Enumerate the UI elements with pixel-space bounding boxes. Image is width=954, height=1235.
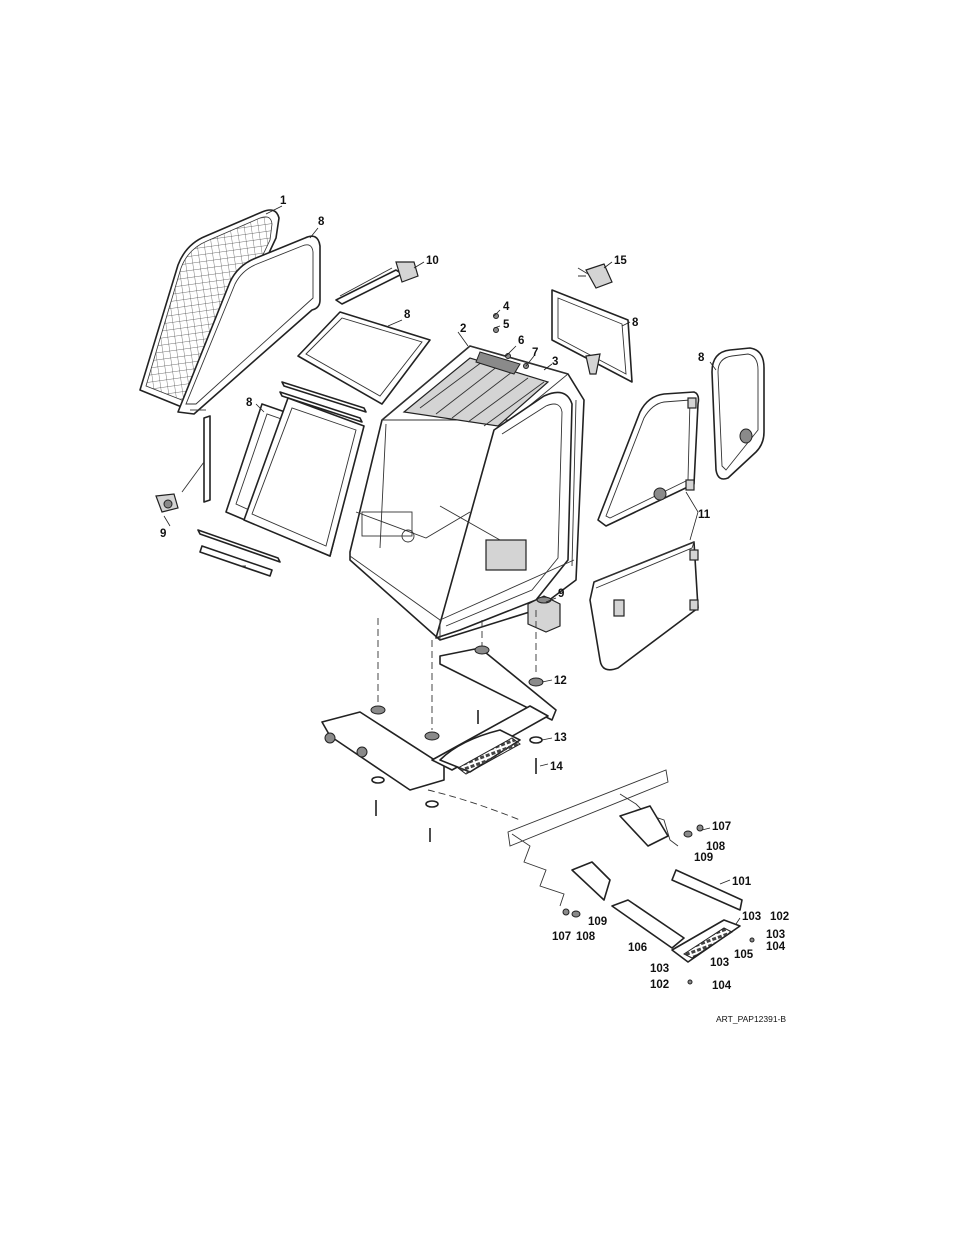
callout-8-rear-window: 8: [632, 317, 639, 329]
door-upper-part: [598, 392, 699, 526]
callout-9-wiper: 9: [160, 528, 166, 540]
callout-8-rear-glass: 8: [318, 216, 325, 228]
callout-11: 11: [698, 509, 711, 521]
door-lower-part: [590, 542, 698, 670]
callout-108-lower: 108: [576, 931, 596, 943]
callout-6: 6: [518, 335, 524, 347]
callout-3: 3: [552, 356, 558, 368]
callout-106: 106: [628, 942, 647, 954]
callout-7: 7: [532, 347, 538, 359]
callout-101: 101: [732, 876, 752, 888]
callout-103-right: 103: [766, 929, 785, 941]
callout-8-roof-glass: 8: [404, 309, 411, 321]
callout-4: 4: [503, 301, 510, 313]
callout-12: 12: [554, 675, 567, 687]
callout-15: 15: [614, 255, 627, 267]
callout-9-bottle: 9: [558, 588, 564, 600]
washer-bottle-part: [528, 596, 560, 632]
wiper-assembly-part: [336, 262, 418, 304]
callout-109-upper: 109: [694, 852, 713, 864]
callout-107-upper: 107: [712, 821, 731, 833]
callout-102-upper: 102: [770, 911, 789, 923]
wiper-blade-part: [156, 416, 210, 512]
callout-10: 10: [426, 255, 439, 267]
rear-window-part: [552, 290, 632, 382]
callout-104-upper: 104: [766, 941, 786, 953]
windshield-part: [198, 398, 364, 576]
callout-103-upper: 103: [742, 911, 761, 923]
callout-105: 105: [734, 949, 754, 961]
callout-8-windshield: 8: [246, 397, 253, 409]
callout-2: 2: [460, 323, 466, 335]
callout-109-lower: 109: [588, 916, 607, 928]
callout-13: 13: [554, 732, 567, 744]
callout-103-lower: 103: [650, 963, 669, 975]
cab-base-frame-part: [322, 646, 556, 842]
callout-107-lower: 107: [552, 931, 571, 943]
callout-5: 5: [503, 319, 510, 331]
callout-104-lower: 104: [712, 980, 732, 992]
callout-1: 1: [280, 195, 287, 207]
callout-103-mid: 103: [710, 957, 729, 969]
callout-8-side-glass: 8: [698, 352, 705, 364]
callout-14: 14: [550, 761, 563, 773]
callout-102-lower: 102: [650, 979, 669, 991]
side-glass-part: [712, 348, 764, 479]
art-id-label: ART_PAP12391-B: [716, 1014, 786, 1024]
rear-light-part: [578, 264, 612, 288]
